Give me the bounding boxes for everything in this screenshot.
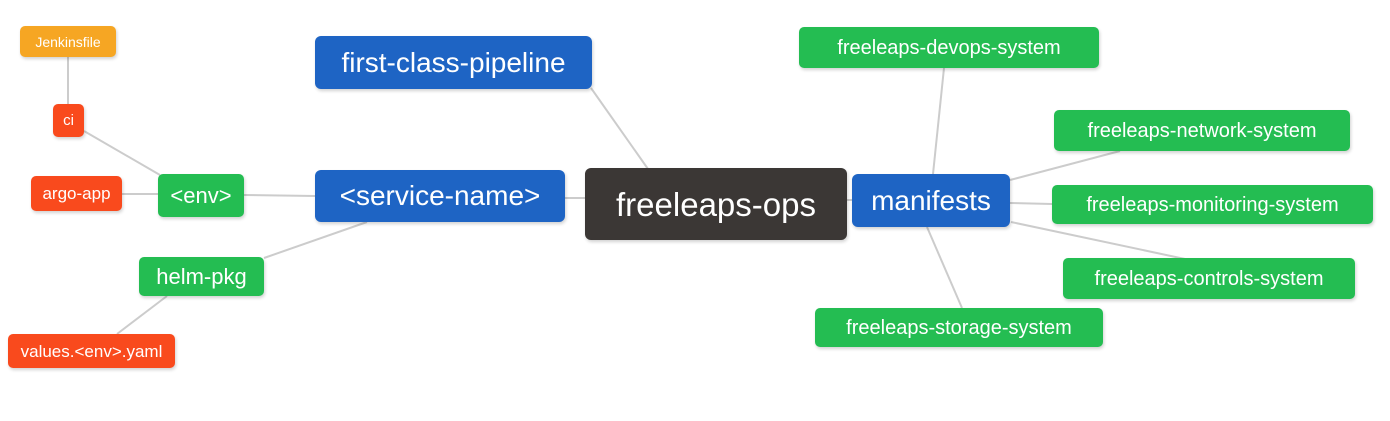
node-helm-pkg[interactable]: helm-pkg <box>139 257 264 296</box>
node-freeleaps-devops-system[interactable]: freeleaps-devops-system <box>799 27 1099 68</box>
node-service-name[interactable]: <service-name> <box>315 170 565 222</box>
node-freeleaps-storage-system[interactable]: freeleaps-storage-system <box>815 308 1103 347</box>
edge-manifests-network-system <box>1009 150 1121 181</box>
edge-env-service-name <box>243 194 316 197</box>
node-freeleaps-monitoring-system-label: freeleaps-monitoring-system <box>1086 193 1339 216</box>
edge-manifests-monitoring-system <box>1009 202 1053 205</box>
edge-manifests-controls-system <box>1010 221 1186 260</box>
node-freeleaps-devops-system-label: freeleaps-devops-system <box>837 36 1061 59</box>
node-freeleaps-monitoring-system[interactable]: freeleaps-monitoring-system <box>1052 185 1373 224</box>
node-freeleaps-ops-label: freeleaps-ops <box>616 185 816 223</box>
node-manifests[interactable]: manifests <box>852 174 1010 227</box>
node-first-class-pipeline-label: first-class-pipeline <box>341 46 566 78</box>
edge-ci-env <box>83 130 161 176</box>
node-freeleaps-controls-system-label: freeleaps-controls-system <box>1094 267 1324 290</box>
node-values-env-yaml[interactable]: values.<env>.yaml <box>8 334 175 368</box>
edge-first-class-pipeline-ops <box>590 87 649 170</box>
node-freeleaps-ops[interactable]: freeleaps-ops <box>585 168 847 240</box>
edge-service-name-helm-pkg <box>263 221 368 259</box>
node-argo-app-label: argo-app <box>42 184 111 203</box>
node-ci[interactable]: ci <box>53 104 84 137</box>
node-jenkinsfile[interactable]: Jenkinsfile <box>20 26 116 57</box>
node-ci-label: ci <box>63 112 74 129</box>
node-values-env-yaml-label: values.<env>.yaml <box>20 341 163 361</box>
node-argo-app[interactable]: argo-app <box>31 176 122 211</box>
node-freeleaps-network-system[interactable]: freeleaps-network-system <box>1054 110 1350 151</box>
node-freeleaps-storage-system-label: freeleaps-storage-system <box>846 316 1072 339</box>
node-service-name-label: <service-name> <box>339 180 541 211</box>
edge-manifests-devops-system <box>932 67 945 175</box>
node-env[interactable]: <env> <box>158 174 244 217</box>
node-jenkinsfile-label: Jenkinsfile <box>35 33 101 50</box>
node-freeleaps-controls-system[interactable]: freeleaps-controls-system <box>1063 258 1355 299</box>
node-freeleaps-network-system-label: freeleaps-network-system <box>1087 119 1317 142</box>
node-first-class-pipeline[interactable]: first-class-pipeline <box>315 36 592 89</box>
edge-helm-pkg-values-env-yaml <box>116 295 168 335</box>
edge-manifests-storage-system <box>926 226 963 309</box>
node-helm-pkg-label: helm-pkg <box>156 263 247 289</box>
node-manifests-label: manifests <box>871 184 991 216</box>
node-env-label: <env> <box>170 182 232 208</box>
